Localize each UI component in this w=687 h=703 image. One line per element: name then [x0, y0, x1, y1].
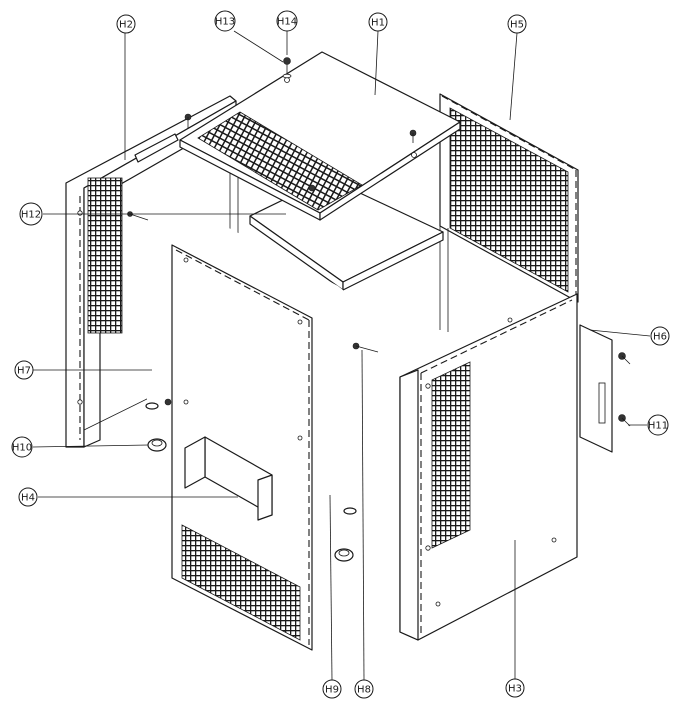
callout-label-h12: H12: [21, 210, 41, 221]
callout-h7: H7: [14, 360, 34, 380]
left-screw: [127, 211, 149, 221]
callout-label-h4: H4: [21, 493, 35, 504]
top-fastener: [282, 57, 292, 79]
left-side-panel: [65, 95, 237, 448]
callout-label-h9: H9: [325, 685, 339, 696]
callout-h9: H9: [322, 679, 342, 699]
callout-label-h14: H14: [277, 17, 297, 28]
callout-h13: H13: [214, 10, 236, 32]
side-screw: [352, 342, 379, 353]
callout-h8: H8: [354, 679, 374, 699]
callout-h3: H3: [505, 678, 525, 698]
callout-label-h7: H7: [17, 366, 31, 377]
front-panel: [171, 244, 313, 651]
callout-h10: H10: [11, 436, 33, 458]
callout-label-h13: H13: [215, 17, 235, 28]
side-fastener: [618, 352, 631, 427]
callout-h6: H6: [650, 326, 670, 346]
callout-h11: H11: [647, 414, 669, 436]
callout-label-h10: H10: [12, 443, 32, 454]
callout-label-h8: H8: [357, 685, 371, 696]
callout-h1: H1: [368, 12, 388, 32]
callout-h4: H4: [18, 487, 38, 507]
grommet: [147, 398, 354, 562]
bracket-plate: [579, 324, 613, 453]
callout-h14: H14: [276, 10, 298, 32]
leader-lines: [32, 30, 651, 681]
callout-label-h1: H1: [371, 18, 385, 29]
callout-label-h3: H3: [508, 684, 522, 695]
callout-h2: H2: [116, 14, 136, 34]
rear-mesh-panel: [229, 93, 579, 332]
callout-label-h5: H5: [510, 20, 524, 31]
right-side-panel: [399, 293, 578, 641]
callout-label-h11: H11: [648, 421, 668, 432]
callout-h12: H12: [19, 202, 43, 226]
callout-label-h2: H2: [119, 20, 133, 31]
top-cover: [179, 51, 461, 221]
callout-label-h6: H6: [653, 332, 667, 343]
callout-h5: H5: [507, 14, 527, 34]
